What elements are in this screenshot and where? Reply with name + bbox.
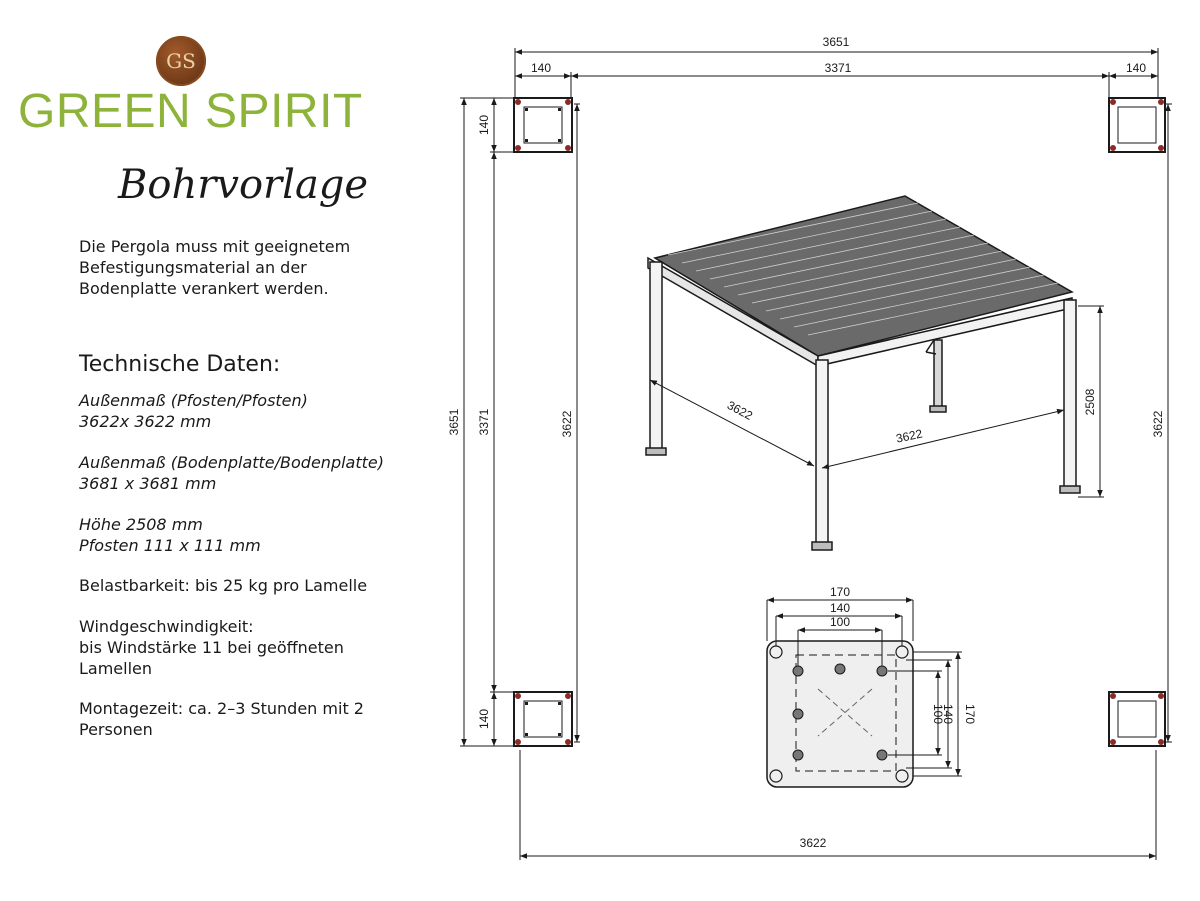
dim-plate-left: 140: [531, 61, 551, 75]
dim-post-bottom: 3622: [800, 836, 827, 850]
spec-wind: Windgeschwindigkeit: bis Windstärke 11 b…: [79, 616, 344, 679]
spec-assembly: Montagezeit: ca. 2–3 Stunden mit 2 Perso…: [79, 698, 364, 740]
spec-line: Außenmaß (Bodenplatte/Bodenplatte): [79, 453, 384, 472]
spec-line: Windgeschwindigkeit:: [79, 617, 254, 636]
spec-line: Pfosten 111 x 111 mm: [79, 536, 261, 555]
dim-span-top: 3371: [825, 61, 852, 75]
spec-line: Außenmaß (Pfosten/Pfosten): [79, 391, 308, 410]
spec-line: Belastbarkeit: bis 25 kg pro Lamelle: [79, 576, 368, 595]
dim-span-left: 3371: [477, 408, 491, 435]
dim-detail-170-v: 170: [963, 704, 977, 724]
leaf-logo-icon: GS: [156, 36, 206, 86]
spec-line: Lamellen: [79, 659, 153, 678]
base-plate-detail: [766, 597, 962, 788]
dim-post-right: 3622: [1151, 410, 1165, 437]
tech-data-heading: Technische Daten:: [79, 352, 281, 377]
pergola-isometric-view: [645, 195, 1104, 551]
dim-plate-top-left: 140: [477, 115, 491, 135]
dim-plate-right: 140: [1126, 61, 1146, 75]
spec-outer-post: Außenmaß (Pfosten/Pfosten) 3622x 3622 mm: [79, 390, 308, 432]
intro-line: Die Pergola muss mit geeignetem: [79, 237, 351, 256]
spec-line: 3622x 3622 mm: [79, 412, 212, 431]
dim-iso-side-front: 3622: [895, 426, 924, 445]
dim-detail-170-h: 170: [830, 585, 850, 599]
base-plate-top-left: [513, 97, 573, 153]
base-plate-bottom-left: [513, 691, 573, 747]
spec-outer-plate: Außenmaß (Bodenplatte/Bodenplatte) 3681 …: [79, 452, 384, 494]
dim-overall-top: 3651: [823, 35, 850, 49]
dim-detail-140-h: 140: [830, 601, 850, 615]
dim-overall-left: 3651: [447, 408, 461, 435]
brand-logo: GS GREEN SPIRIT: [18, 36, 363, 138]
intro-line: Bodenplatte verankert werden.: [79, 279, 329, 298]
spec-line: Höhe 2508 mm: [79, 515, 203, 534]
spec-line: Personen: [79, 720, 153, 739]
spec-height-post: Höhe 2508 mm Pfosten 111 x 111 mm: [79, 514, 261, 556]
spec-line: bis Windstärke 11 bei geöffneten: [79, 638, 344, 657]
base-plate-bottom-right: [1108, 691, 1166, 747]
dim-post-left: 3622: [560, 410, 574, 437]
dim-iso-height: 2508: [1083, 388, 1097, 415]
base-plate-top-right: [1108, 97, 1166, 153]
dim-iso-side-left: 3622: [725, 398, 755, 423]
dim-detail-100-h: 100: [830, 615, 850, 629]
spec-load: Belastbarkeit: bis 25 kg pro Lamelle: [79, 575, 367, 596]
spec-line: Montagezeit: ca. 2–3 Stunden mit 2: [79, 699, 364, 718]
intro-text: Die Pergola muss mit geeignetem Befestig…: [79, 236, 350, 299]
spec-line: 3681 x 3681 mm: [79, 474, 217, 493]
dim-plate-bottom-left: 140: [477, 709, 491, 729]
dim-detail-140-v: 140: [941, 704, 955, 724]
page-title: Bohrvorlage: [118, 162, 369, 208]
dim-detail-100-v: 100: [931, 704, 945, 724]
brand-name: GREEN SPIRIT: [18, 85, 363, 138]
intro-line: Befestigungsmaterial an der: [79, 258, 307, 277]
